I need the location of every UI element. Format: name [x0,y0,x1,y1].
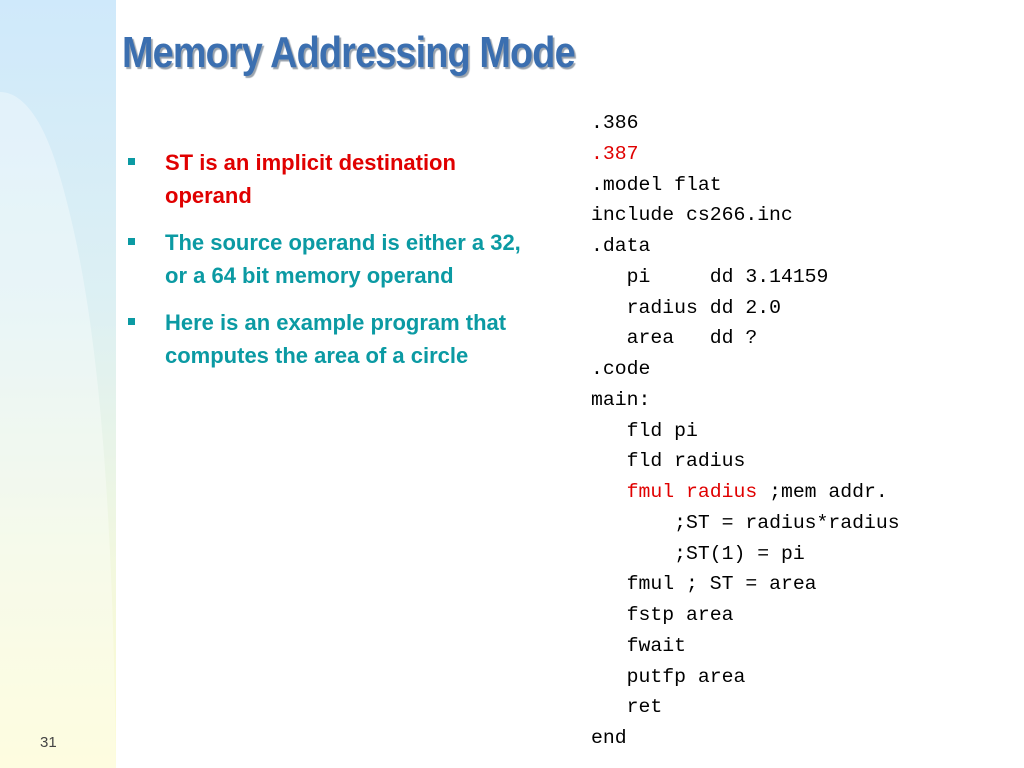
code-segment: ;mem addr. [757,481,888,503]
code-line: fld radius [591,446,900,477]
code-line: area dd ? [591,323,900,354]
left-decor-band [0,0,116,768]
square-bullet-icon [128,318,135,325]
code-block: .386 .387 .model flat include cs266.inc .dat… [591,108,900,754]
code-line: putfp area [591,662,900,693]
code-segment: .model flat [591,173,722,196]
bullet-text: Here is an example program that computes… [165,310,507,368]
bullet-text: The source operand is either a 32, or a … [165,230,521,288]
left-decor-curve [0,92,116,768]
code-segment: fld radius [626,450,746,473]
code-line: ;ST = radius*radius [591,508,900,539]
square-bullet-icon [128,158,135,165]
code-line: .386 [591,108,900,139]
code-segment: include cs266.inc [591,204,793,227]
code-line: radius dd 2.0 [591,293,900,324]
code-segment: radius dd 2.0 [626,296,781,319]
code-line: pi dd 3.14159 [591,262,900,293]
code-line: ;ST(1) = pi [591,539,900,570]
code-line: end [591,723,900,754]
code-segment: fmul ; ST = area [626,573,817,596]
page-number: 31 [40,734,57,751]
code-segment: area dd ? [626,327,758,350]
code-line: main: [591,385,900,416]
code-segment: fwait [626,634,686,657]
code-segment: fld pi [626,419,698,442]
code-line: .data [591,231,900,262]
bullet-item: Here is an example program that computes… [128,306,548,372]
code-segment: .386 [591,112,639,134]
code-segment: putfp area [626,665,746,688]
code-line: include cs266.inc [591,200,900,231]
code-segment: ret [626,696,663,719]
code-segment: end [591,727,627,749]
code-segment: ;ST = radius*radius [674,511,900,534]
code-segment: main: [591,388,651,411]
code-line: fld pi [591,416,900,447]
code-line: fwait [591,631,900,662]
code-line: .model flat [591,170,900,201]
code-segment: pi dd 3.14159 [626,265,829,288]
code-line: fstp area [591,600,900,631]
code-segment: .data [591,235,651,257]
bullet-item: ST is an implicit destination operand [128,146,548,212]
slide-title: Memory Addressing Mode [122,28,576,77]
bullet-text: ST is an implicit destination operand [165,150,456,208]
code-line: fmul ; ST = area [591,569,900,600]
code-segment: fstp area [626,604,734,626]
code-segment: ;ST(1) = pi [674,542,805,565]
code-line: ret [591,692,900,723]
bullet-item: The source operand is either a 32, or a … [128,226,548,292]
code-line: .387 [591,139,900,170]
code-segment: .code [591,358,651,380]
code-line: fmul radius ;mem addr. [591,477,900,508]
code-line: .code [591,354,900,385]
code-segment: fmul radius [626,481,758,503]
code-segment: .387 [591,142,639,165]
square-bullet-icon [128,238,135,245]
